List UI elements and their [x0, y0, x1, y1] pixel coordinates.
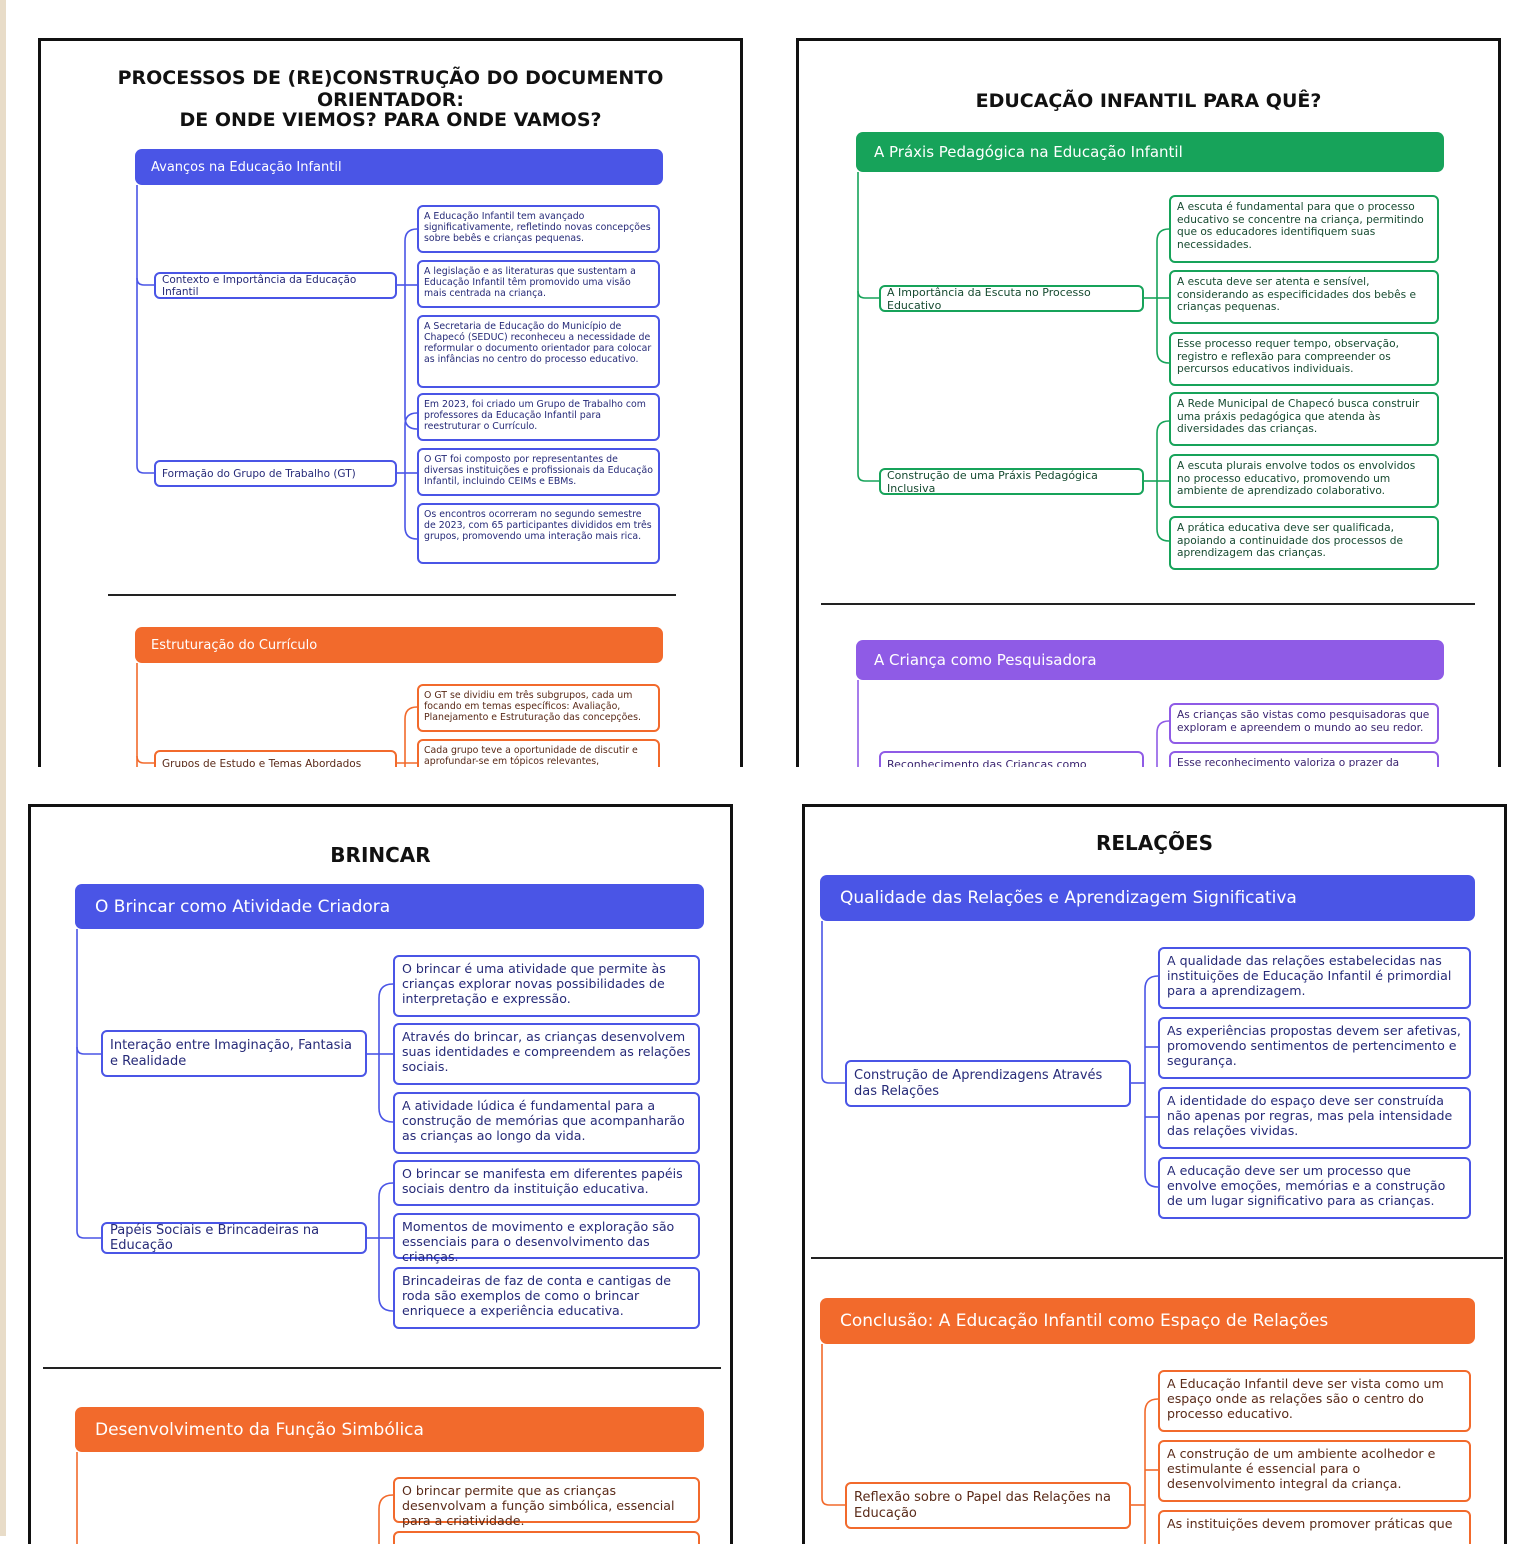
topic-importancia-escuta[interactable]: A Importância da Escuta no Processo Educ…: [879, 285, 1144, 312]
connector-lines: [136, 663, 418, 767]
panel-title: BRINCAR: [330, 843, 431, 867]
topic-formacao-gt[interactable]: Formação do Grupo de Trabalho (GT): [154, 460, 397, 487]
topic-label: Papéis Sociais e Brincadeiras na Educaçã…: [110, 1223, 320, 1253]
panel-title-line1: PROCESSOS DE (RE)CONSTRUÇÃO DO DOCUMENTO…: [117, 67, 664, 111]
leaf-item: Esse processo requer tempo, observação, …: [1169, 332, 1439, 386]
section-header: Qualidade das Relações e Aprendizagem Si…: [820, 875, 1475, 921]
topic-label: Reflexão sobre o Papel das Relações na E…: [854, 1490, 1111, 1521]
leaf-item: As instituições devem promover práticas …: [1158, 1510, 1471, 1544]
topic-imaginacao-fantasia[interactable]: Interação entre Imaginação, Fantasia e R…: [101, 1030, 367, 1077]
divider: [43, 1367, 721, 1369]
leaf-item: Brincadeiras de faz de conta e cantigas …: [393, 1267, 700, 1329]
connector-lines: [821, 1344, 1159, 1544]
leaf-item: A escuta plurais envolve todos os envolv…: [1169, 454, 1439, 508]
leaf-item: Em 2023, foi criado um Grupo de Trabalho…: [417, 393, 660, 441]
topic-reconhecimento[interactable]: Reconhecimento das Crianças como: [879, 751, 1144, 767]
topic-label: Contexto e Importância da Educação Infan…: [162, 273, 357, 298]
topic-label: Interação entre Imaginação, Fantasia e R…: [110, 1038, 352, 1069]
section-header-label: Desenvolvimento da Função Simbólica: [95, 1419, 424, 1440]
leaf-item: Momentos de movimento e exploração são e…: [393, 1213, 700, 1264]
leaf-item: O GT foi composto por representantes de …: [417, 448, 660, 496]
topic-label: Reconhecimento das Crianças como: [887, 758, 1087, 767]
divider: [811, 1257, 1503, 1259]
section-header-label: A Criança como Pesquisadora: [874, 651, 1097, 669]
section-header-label: A Práxis Pedagógica na Educação Infantil: [874, 143, 1183, 161]
leaf-item: As experiências propostas devem ser afet…: [1158, 1017, 1471, 1079]
section-header: Estruturação do Currículo: [135, 627, 663, 663]
leaf-item: Os encontros ocorreram no segundo semest…: [417, 503, 660, 564]
leaf-item: Através do brincar, as crianças desenvol…: [393, 1023, 700, 1085]
panel-title: EDUCAÇÃO INFANTIL PARA QUÊ?: [975, 90, 1322, 112]
connector-lines: [76, 929, 394, 1312]
section-header: O Brincar como Atividade Criadora: [75, 884, 704, 929]
divider: [108, 594, 676, 596]
leaf-item: A Rede Municipal de Chapecó busca constr…: [1169, 392, 1439, 446]
topic-label: Construção de Aprendizagens Através das …: [854, 1068, 1103, 1099]
leaf-item: A Secretaria de Educação do Município de…: [417, 315, 660, 388]
leaf-item: A construção de um ambiente acolhedor e …: [1158, 1440, 1471, 1502]
leaf-item: A Educação Infantil tem avançado signifi…: [417, 205, 660, 253]
leaf-item: A legislação e as literaturas que susten…: [417, 260, 660, 308]
leaf-item: Esse reconhecimento valoriza o prazer da: [1169, 751, 1439, 767]
connector-lines: [821, 921, 1159, 1188]
topic-label: Formação do Grupo de Trabalho (GT): [162, 467, 356, 480]
connector-lines: [857, 680, 1170, 767]
leaf-item: O brincar permite que as crianças desenv…: [393, 1477, 700, 1528]
leaf-item: Cada grupo teve a oportunidade de discut…: [417, 739, 660, 767]
section-header: Conclusão: A Educação Infantil como Espa…: [820, 1298, 1475, 1344]
leaf-item: O GT se dividiu em três subgrupos, cada …: [417, 684, 660, 732]
section-header-label: Conclusão: A Educação Infantil como Espa…: [840, 1311, 1329, 1331]
leaf-item: A identidade do espaço deve ser construí…: [1158, 1087, 1471, 1149]
connector-lines: [136, 185, 418, 540]
section-header: A Criança como Pesquisadora: [856, 640, 1444, 680]
leaf-item: A escuta deve ser atenta e sensível, con…: [1169, 270, 1439, 324]
connector-lines: [76, 1452, 394, 1544]
section-header: Avanços na Educação Infantil: [135, 149, 663, 185]
leaf-item: O brincar se manifesta em diferentes pap…: [393, 1160, 700, 1206]
leaf-item: A educação deve ser um processo que envo…: [1158, 1157, 1471, 1219]
panel-title-line2: DE ONDE VIEMOS? PARA ONDE VAMOS?: [179, 109, 602, 131]
background-edge: [0, 0, 6, 1536]
topic-aprendizagens-relacoes[interactable]: Construção de Aprendizagens Através das …: [845, 1060, 1131, 1107]
panel-relacoes: RELAÇÕES Qualidade das Relações e Aprend…: [802, 804, 1507, 1544]
leaf-item: A escuta é fundamental para que o proces…: [1169, 195, 1439, 263]
section-header-label: O Brincar como Atividade Criadora: [95, 896, 391, 917]
leaf-item: A qualidade das relações estabelecidas n…: [1158, 947, 1471, 1009]
leaf-item: As crianças são vistas como pesquisadora…: [1169, 703, 1439, 744]
leaf-item: O brincar é uma atividade que permite às…: [393, 955, 700, 1017]
panel-educacao-infantil-para-que: EDUCAÇÃO INFANTIL PARA QUÊ? A Práxis Ped…: [796, 38, 1501, 767]
panel-title: RELAÇÕES: [1095, 831, 1214, 855]
topic-label: Construção de uma Práxis Pedagógica Incl…: [887, 468, 1098, 495]
leaf-item: A Educação Infantil deve ser vista como …: [1158, 1370, 1471, 1432]
topic-grupos-estudo[interactable]: Grupos de Estudo e Temas Abordados: [154, 750, 397, 767]
topic-praxis-inclusiva[interactable]: Construção de uma Práxis Pedagógica Incl…: [879, 468, 1144, 495]
panel-brincar: BRINCAR O Brincar como Atividade Criador…: [28, 804, 733, 1544]
section-header-label: Qualidade das Relações e Aprendizagem Si…: [840, 888, 1297, 908]
section-header-label: Estruturação do Currículo: [151, 637, 318, 653]
topic-papeis-sociais[interactable]: Papéis Sociais e Brincadeiras na Educaçã…: [101, 1222, 367, 1254]
topic-label: Grupos de Estudo e Temas Abordados: [162, 757, 362, 768]
section-header: Desenvolvimento da Função Simbólica: [75, 1407, 704, 1452]
divider: [821, 603, 1475, 605]
section-header: A Práxis Pedagógica na Educação Infantil: [856, 132, 1444, 172]
leaf-item: A atividade lúdica é fundamental para a …: [393, 1092, 700, 1154]
leaf-item: [393, 1531, 700, 1544]
topic-label: A Importância da Escuta no Processo Educ…: [887, 285, 1091, 312]
panel-documento-orientador: PROCESSOS DE (RE)CONSTRUÇÃO DO DOCUMENTO…: [38, 38, 743, 767]
connector-lines: [857, 172, 1170, 542]
topic-contexto[interactable]: Contexto e Importância da Educação Infan…: [154, 272, 397, 299]
section-header-label: Avanços na Educação Infantil: [151, 159, 342, 175]
leaf-item: A prática educativa deve ser qualificada…: [1169, 516, 1439, 570]
topic-reflexao-relacoes[interactable]: Reflexão sobre o Papel das Relações na E…: [845, 1482, 1131, 1529]
